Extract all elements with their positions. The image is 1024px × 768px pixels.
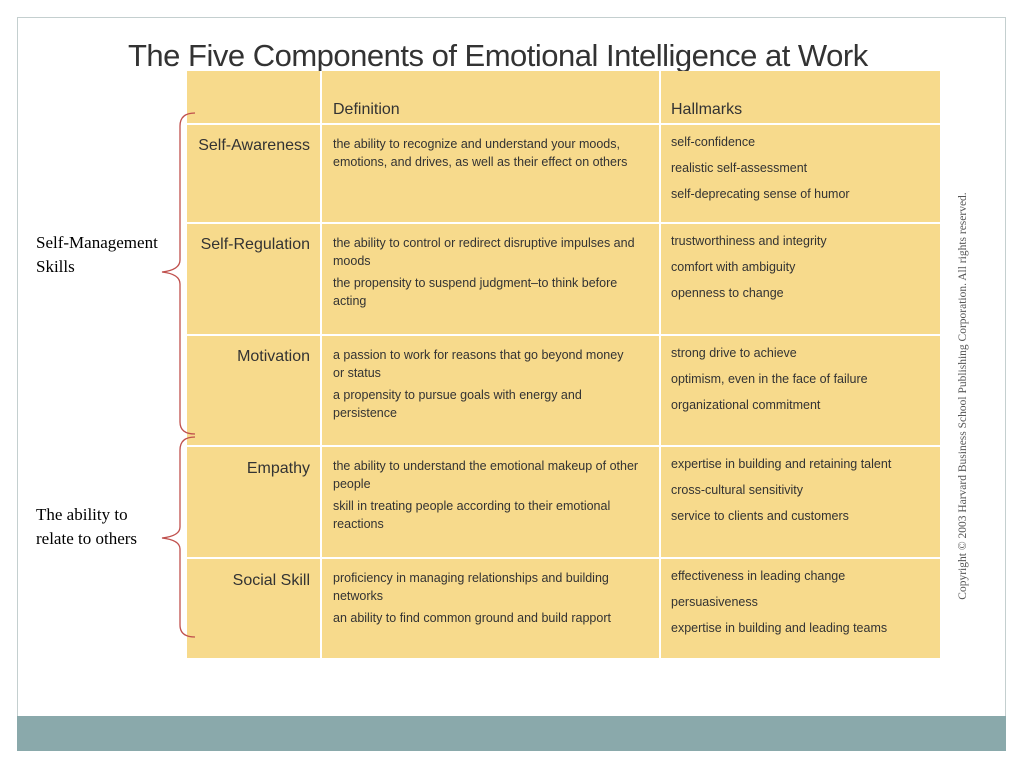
table-divider bbox=[659, 71, 661, 658]
definition-text: skill in treating people according to th… bbox=[333, 499, 611, 531]
definition-cell: the ability to understand the emotional … bbox=[333, 457, 651, 537]
definition-text: a propensity to pursue goals with energy… bbox=[333, 388, 582, 420]
table-divider bbox=[187, 557, 940, 559]
copyright-notice: Copyright © 2003 Harvard Business School… bbox=[957, 192, 969, 600]
row-label: Self-Regulation bbox=[200, 236, 310, 253]
column-header-hallmarks: Hallmarks bbox=[671, 101, 743, 118]
brace-relate-to-others bbox=[161, 436, 196, 638]
hallmark-item: cross-cultural sensitivity bbox=[671, 483, 803, 497]
table-divider bbox=[187, 334, 940, 336]
hallmark-item: trustworthiness and integrity bbox=[671, 234, 827, 248]
hallmark-item: openness to change bbox=[671, 286, 784, 300]
definition-cell: proficiency in managing relationships an… bbox=[333, 569, 651, 631]
definition-text: a passion to work for reasons that go be… bbox=[333, 348, 624, 380]
definition-text: an ability to find common ground and bui… bbox=[333, 611, 611, 625]
brace-self-management bbox=[161, 112, 196, 435]
definition-text: the ability to understand the emotional … bbox=[333, 459, 639, 491]
hallmark-item: optimism, even in the face of failure bbox=[671, 372, 868, 386]
definition-cell: the ability to recognize and understand … bbox=[333, 135, 633, 175]
table-divider bbox=[187, 222, 940, 224]
hallmark-item: effectiveness in leading change bbox=[671, 569, 846, 583]
group-label-self-management: Self-Management Skills bbox=[36, 233, 158, 276]
ei-components-table bbox=[187, 71, 940, 658]
hallmark-item: self-confidence bbox=[671, 135, 756, 149]
table-divider bbox=[187, 123, 940, 125]
definition-cell: a passion to work for reasons that go be… bbox=[333, 346, 633, 426]
definition-cell: the ability to control or redirect disru… bbox=[333, 234, 651, 314]
hallmark-item: persuasiveness bbox=[671, 595, 758, 609]
hallmark-item: comfort with ambiguity bbox=[671, 260, 796, 274]
slide-title: The Five Components of Emotional Intelli… bbox=[128, 38, 868, 73]
row-label: Self-Awareness bbox=[198, 137, 310, 154]
hallmark-item: organizational commitment bbox=[671, 398, 821, 412]
definition-text: proficiency in managing relationships an… bbox=[333, 571, 609, 603]
hallmark-item: self-deprecating sense of humor bbox=[671, 187, 850, 201]
footer-bar bbox=[17, 716, 1006, 751]
definition-text: the ability to control or redirect disru… bbox=[333, 236, 635, 268]
group-label-relate-to-others: The ability to relate to others bbox=[36, 505, 138, 548]
definition-text: the ability to recognize and understand … bbox=[333, 137, 628, 169]
definition-text: the propensity to suspend judgment–to th… bbox=[333, 276, 618, 308]
hallmark-item: realistic self-assessment bbox=[671, 161, 808, 175]
table-divider bbox=[320, 71, 322, 658]
row-label: Social Skill bbox=[232, 572, 310, 589]
hallmark-item: strong drive to achieve bbox=[671, 346, 797, 360]
table-divider bbox=[187, 445, 940, 447]
hallmark-item: expertise in building and leading teams bbox=[671, 621, 888, 635]
row-label: Motivation bbox=[237, 348, 310, 365]
hallmark-item: service to clients and customers bbox=[671, 509, 849, 523]
hallmark-item: expertise in building and retaining tale… bbox=[671, 457, 892, 471]
column-header-definition: Definition bbox=[333, 101, 400, 118]
row-label: Empathy bbox=[246, 460, 310, 477]
